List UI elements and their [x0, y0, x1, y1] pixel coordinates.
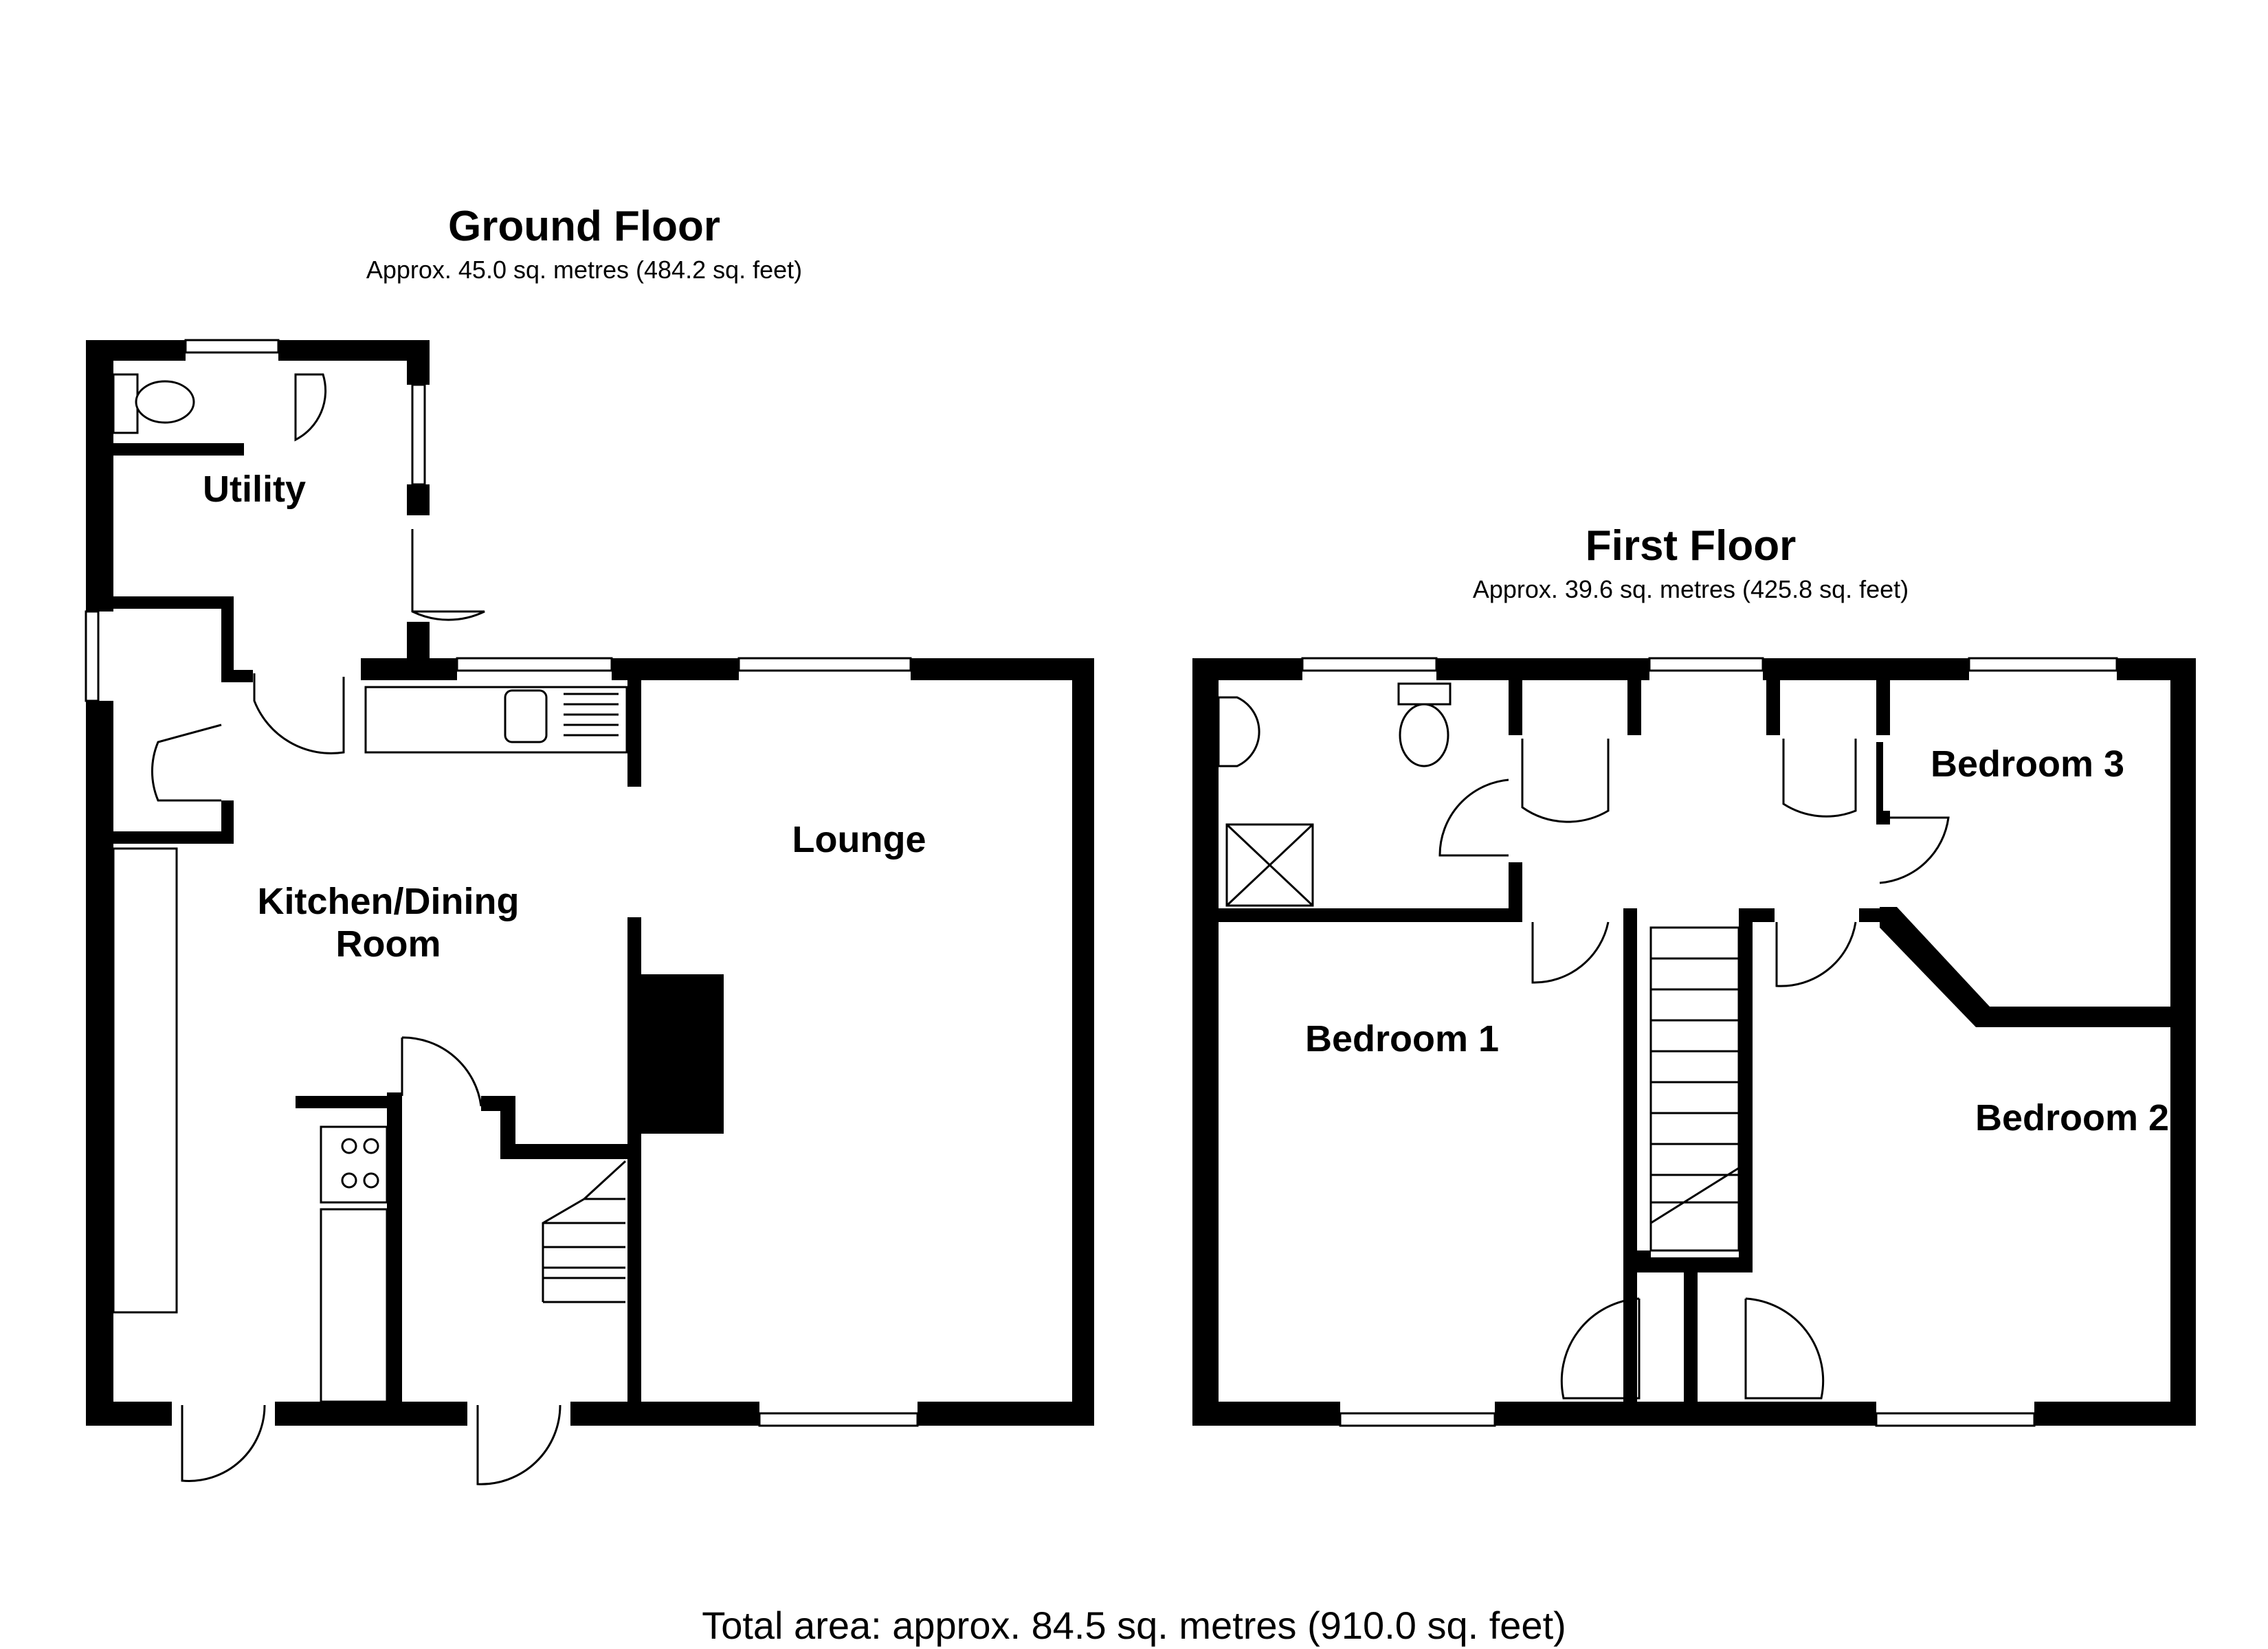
first-floor-title: First Floor [1586, 522, 1797, 570]
window-lounge-top [737, 657, 912, 672]
ground-floor-plan: Ground Floor Approx. 45.0 sq. metres (48… [85, 203, 1094, 1485]
hob-icon [320, 1125, 388, 1204]
door-landing-cupboard-r [1744, 1297, 1825, 1400]
door-bedroom3 [1876, 816, 1950, 884]
window-landing [1648, 657, 1764, 672]
door-bathroom [1438, 778, 1509, 857]
window-kitchen-top [456, 657, 613, 672]
door-cupboard-1 [1521, 739, 1610, 823]
wc-bowl-first [1399, 703, 1449, 767]
first-floor-windows [1301, 657, 2118, 1427]
wc-cistern-first [1397, 682, 1452, 706]
window-bedroom2 [1875, 1412, 2036, 1427]
first-floor-walls [1192, 658, 2196, 1426]
door-bedroom1 [1531, 921, 1610, 984]
first-floor-doors [1438, 739, 1950, 1400]
window-bathroom [1301, 657, 1438, 672]
door-cupboard [151, 723, 222, 802]
room-label-kitchen-line2: Room [336, 923, 441, 965]
door-bedroom2 [1775, 921, 1857, 987]
room-label-bedroom1: Bedroom 1 [1305, 1018, 1499, 1059]
basin-icon [1217, 696, 1260, 767]
door-front-right [476, 1404, 562, 1485]
wc-cistern [112, 373, 139, 434]
ground-floor-windows [85, 339, 919, 1427]
door-utility-ext [411, 529, 485, 621]
first-floor-fixtures [1217, 682, 1740, 1252]
window-utility-top [184, 339, 280, 354]
window-utility-right [411, 383, 426, 486]
door-cupboard-2 [1782, 739, 1857, 818]
door-landing-cupboard-l [1560, 1297, 1641, 1400]
window-bedroom1 [1339, 1412, 1496, 1427]
door-utility-kitchen [253, 673, 345, 754]
ground-floor-stairs [542, 1160, 627, 1303]
room-label-utility: Utility [203, 469, 306, 510]
ground-floor-doors [151, 373, 562, 1485]
room-label-bedroom2: Bedroom 2 [1975, 1097, 2169, 1138]
first-floor-area: Approx. 39.6 sq. metres (425.8 sq. feet) [1473, 575, 1909, 603]
first-floor-plan: First Floor Approx. 39.6 sq. metres (425… [1192, 522, 2196, 1427]
total-area: Total area: approx. 84.5 sq. metres (910… [702, 1604, 1566, 1647]
window-left [85, 610, 100, 702]
room-label-lounge: Lounge [792, 819, 926, 860]
door-understairs [401, 1036, 482, 1107]
window-lounge-bottom [758, 1412, 919, 1427]
door-front-left [181, 1404, 266, 1482]
worktop-top [364, 686, 628, 754]
ground-floor-fixtures [112, 373, 628, 1403]
ground-floor-walls [86, 340, 1094, 1426]
first-floor-stairs [1649, 926, 1740, 1252]
wc-bowl [135, 380, 195, 424]
sink-icon [504, 689, 548, 743]
room-label-kitchen-line1: Kitchen/Dining [258, 881, 520, 922]
ground-floor-area: Approx. 45.0 sq. metres (484.2 sq. feet) [366, 256, 802, 284]
window-bedroom3 [1968, 657, 2118, 672]
door-wc [294, 373, 327, 442]
worktop-left [112, 847, 178, 1314]
ground-floor-title: Ground Floor [448, 203, 720, 250]
unit-below-hob [320, 1208, 388, 1403]
room-label-bedroom3: Bedroom 3 [1931, 743, 2124, 785]
